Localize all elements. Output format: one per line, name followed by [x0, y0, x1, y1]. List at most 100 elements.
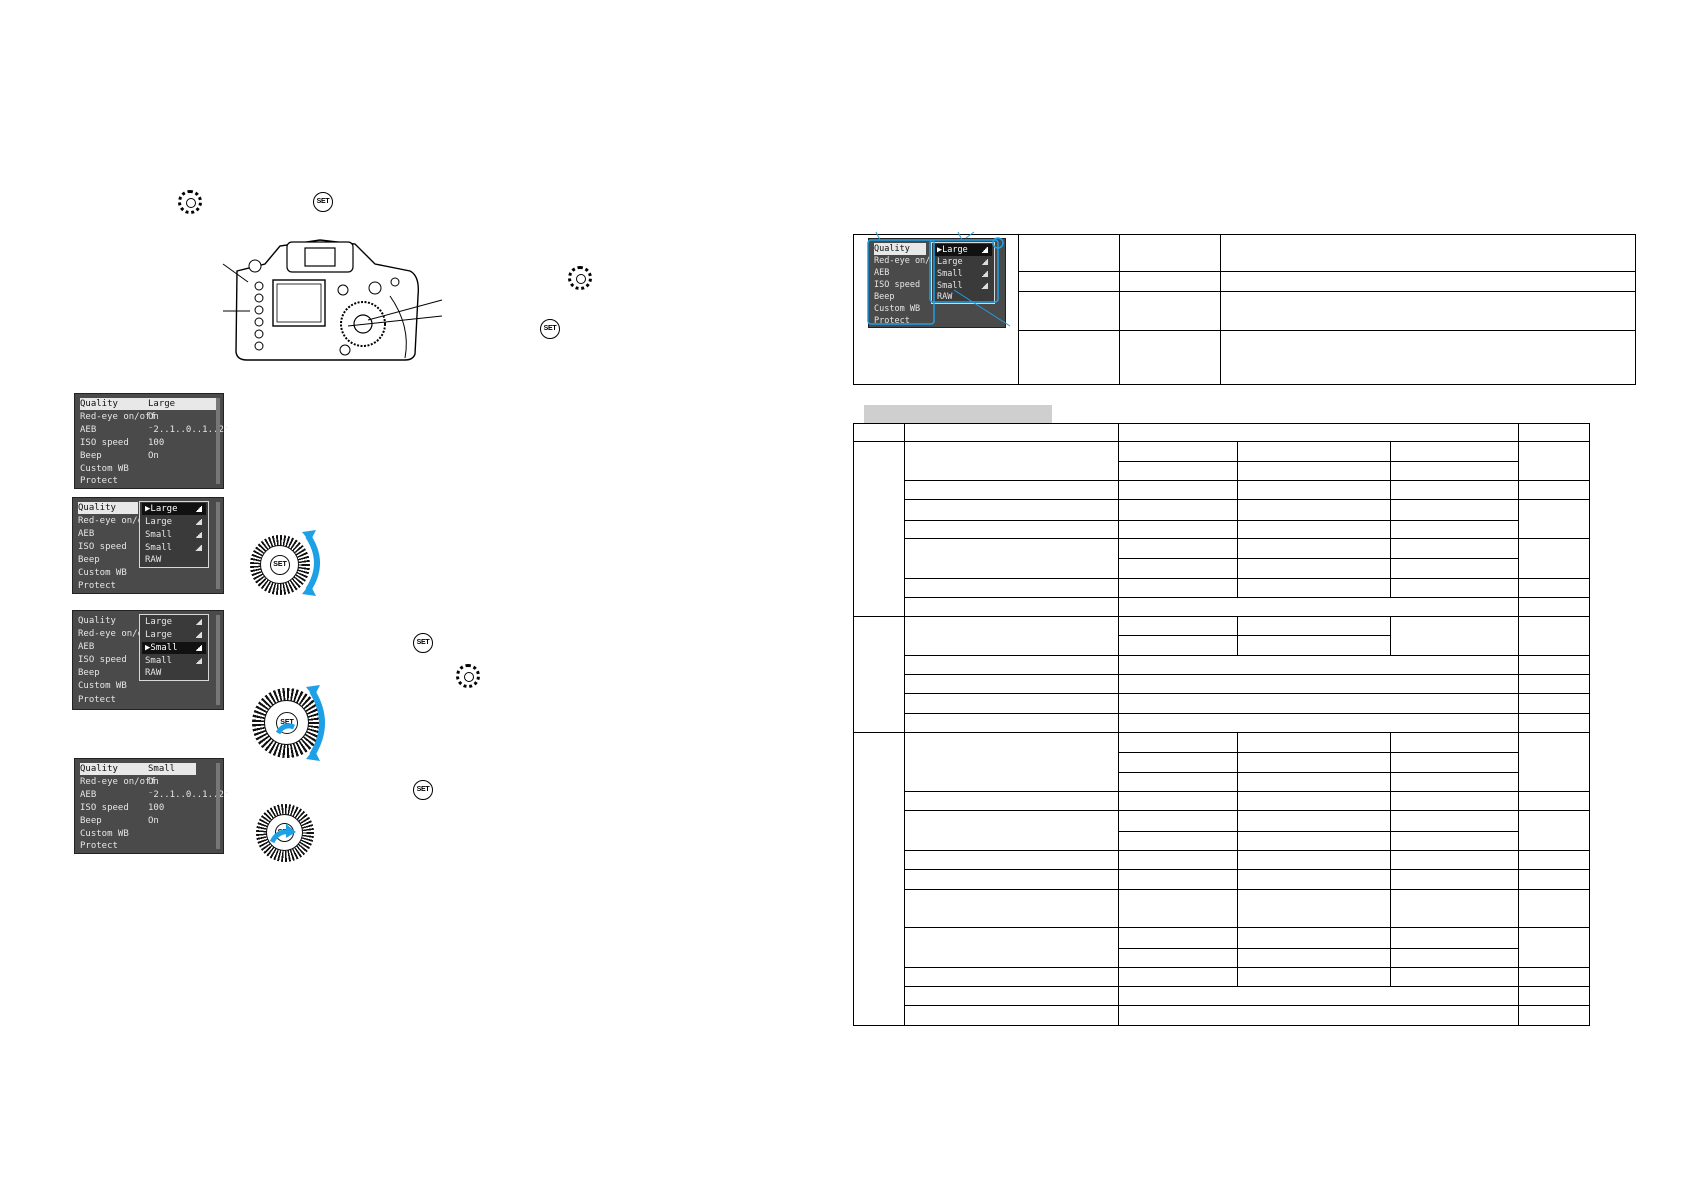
table-cell: [903, 927, 1120, 968]
table-cell: [903, 888, 1120, 929]
table-cell: [1236, 731, 1391, 754]
table-cell: [1236, 616, 1391, 637]
quality-option: Small: [142, 542, 206, 554]
menu-item-value: On: [148, 777, 159, 787]
quality-popup-list: ▶Large Large Small Small RAW: [139, 501, 209, 568]
table-cell: [1236, 966, 1391, 988]
quality-option: Large: [142, 516, 206, 528]
table-cell: [1118, 519, 1238, 539]
table-cell: [903, 693, 1120, 714]
table-cell: [1118, 577, 1238, 598]
menu-text: Large: [937, 257, 963, 267]
table-cell: [903, 654, 1120, 676]
table-cell: [1118, 869, 1238, 890]
menu-item-value: Large: [148, 399, 176, 409]
table-cell: [903, 966, 1120, 988]
menu-item-label: Red-eye on/off: [80, 777, 156, 787]
table-cell: [1389, 966, 1520, 988]
menu-item-label: Protect: [874, 316, 910, 326]
quality-bars-icon: [981, 259, 988, 265]
menu-text: AEB⁻2..1..0..1..2⁺: [80, 424, 229, 436]
table-cell: [1236, 810, 1391, 832]
table-cell: [1118, 479, 1238, 501]
table-cell: [1118, 635, 1238, 656]
table-cell: [1118, 731, 1238, 754]
table-cell: [853, 616, 905, 733]
menu-item-label: AEB: [874, 268, 890, 278]
set-button-icon: SET: [313, 192, 333, 212]
table-cell: [1220, 271, 1636, 292]
quality-option: RAW: [145, 555, 162, 565]
table-cell: [1118, 712, 1520, 734]
table-cell: [1236, 752, 1391, 773]
menu-screen-quality-popup: Quality Red-eye on/off AEB ISO speed Bee…: [72, 497, 224, 594]
table-cell: [1118, 1005, 1520, 1026]
menu-item-label: Protect: [80, 476, 118, 486]
table-cell: [903, 596, 1120, 618]
menu-item-label: Beep: [80, 816, 102, 826]
table-cell: [1119, 330, 1221, 385]
table-cell: [1389, 499, 1520, 521]
menu-item-label: Custom WB: [78, 568, 127, 578]
quality-option: RAW: [937, 292, 953, 302]
quality-option: Large: [142, 616, 206, 628]
menu-text: AEB⁻2..1..0..1..2⁺: [80, 789, 229, 801]
table-cell: [1518, 499, 1590, 539]
menu-item-label: ISO speed: [874, 280, 921, 290]
table-cell: [903, 1005, 1120, 1026]
table-cell: [1518, 674, 1590, 695]
menu-item-label: ISO speed: [80, 803, 129, 813]
table-cell: [1518, 732, 1590, 792]
menu-text: Small: [937, 269, 963, 279]
table-cell: [1236, 849, 1391, 871]
table-cell: [1518, 654, 1590, 676]
menu-item-label: AEB: [78, 529, 95, 539]
table-cell: [1118, 986, 1520, 1007]
table-cell: [1118, 693, 1520, 714]
quick-control-dial-icon: [456, 664, 480, 688]
quality-bars-icon: [195, 506, 202, 512]
menu-item-label: Red-eye on/off: [78, 629, 154, 639]
quality-option: ▶Large: [142, 503, 206, 515]
press-arrow-icon: [269, 824, 296, 844]
table-cell: [1518, 888, 1590, 929]
table-cell: [1118, 654, 1520, 676]
table-cell: [1518, 479, 1590, 501]
menu-text: ▶Small: [145, 643, 178, 653]
table-cell: [1118, 947, 1238, 968]
camera-back-illustration: [235, 239, 420, 361]
menu-item-label: Custom WB: [80, 829, 129, 839]
table-cell: [1389, 441, 1520, 462]
table-cell: [1518, 712, 1590, 734]
menu-item-label: Quality: [78, 502, 138, 514]
table-cell: [903, 986, 1120, 1007]
menu-text: ▶Large: [937, 245, 968, 255]
table-cell: [1236, 927, 1391, 949]
table-cell: [1220, 234, 1636, 272]
menu-item-label: Red-eye on/off: [80, 412, 156, 422]
table-cell: [1518, 966, 1590, 988]
table-cell: [903, 519, 1120, 539]
menu-item-value: On: [148, 412, 159, 422]
camera-callout-lines: [222, 263, 443, 327]
table-cell: [1389, 869, 1520, 890]
table-cell: [1236, 460, 1391, 481]
table-cell: [1518, 693, 1590, 714]
table-cell: [1118, 537, 1238, 560]
quality-bars-icon: [981, 283, 988, 289]
menu-item-label: ISO speed: [78, 542, 127, 552]
menu-scrollbar: [216, 615, 220, 705]
table-cell: [1118, 441, 1238, 462]
table-cell: [1389, 616, 1520, 656]
table-cell: [1119, 291, 1221, 331]
rotate-arrow-icon: [275, 685, 325, 761]
table-cell: [1236, 830, 1391, 851]
table-cell: [853, 441, 905, 618]
quick-control-dial-icon: SET: [250, 535, 310, 595]
table-cell: [903, 674, 1120, 695]
